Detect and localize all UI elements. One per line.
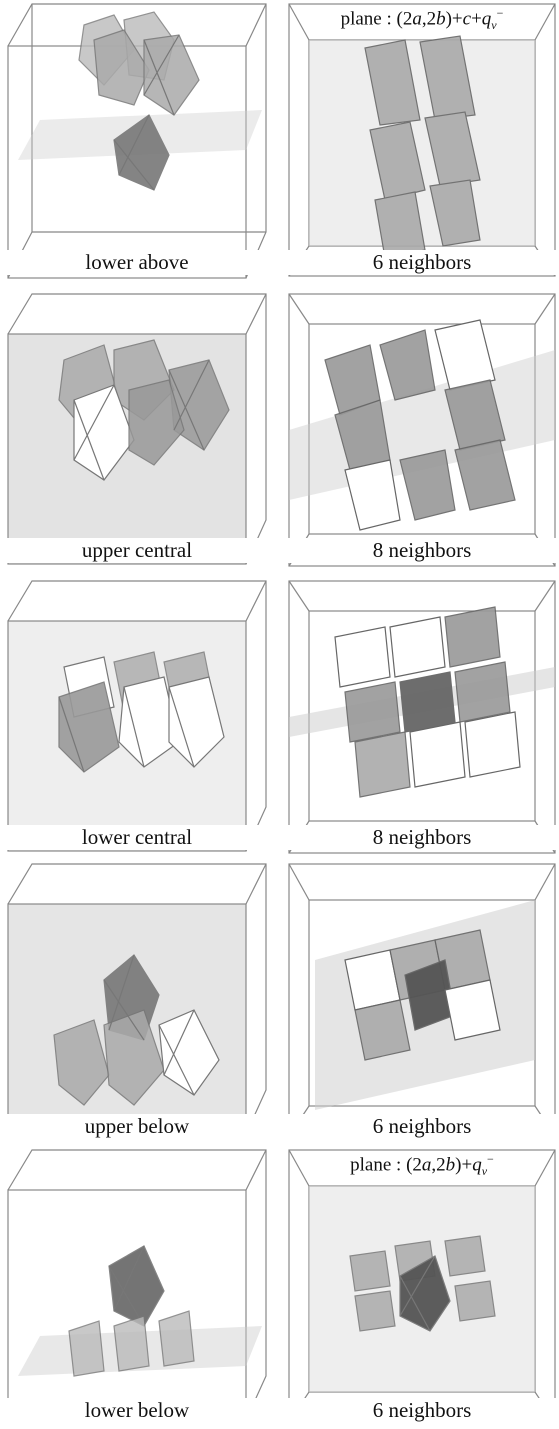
panel-caption: lower above bbox=[4, 250, 270, 275]
panel-caption: upper below bbox=[4, 1114, 270, 1139]
panel-upper-below: upper below bbox=[4, 860, 270, 1141]
panel-caption: 6 neighbors bbox=[285, 1398, 559, 1423]
plane-view bbox=[285, 0, 559, 281]
octahedron-cluster bbox=[69, 1246, 194, 1376]
plane-title: plane : (2a,2b)+qv− bbox=[285, 1152, 559, 1179]
panel-6-neighbors-mid: 6 neighbors bbox=[285, 860, 559, 1141]
plane-view bbox=[285, 860, 559, 1141]
cube-view bbox=[4, 290, 270, 571]
panel-lower-central: lower central bbox=[4, 577, 270, 858]
panel-caption: 6 neighbors bbox=[285, 1114, 559, 1139]
panel-8-neighbors-a: 8 neighbors bbox=[285, 290, 559, 571]
panel-6-neighbors-bottom: plane : (2a,2b)+qv− 6 neighbors bbox=[285, 1146, 559, 1427]
panel-caption: lower central bbox=[4, 825, 270, 850]
panel-lower-below: lower below bbox=[4, 1146, 270, 1427]
plane-title: plane : (2a,2b)+c+qv− bbox=[285, 6, 559, 33]
plane-view bbox=[285, 1146, 559, 1427]
octahedron-cluster bbox=[79, 12, 199, 190]
plane-view bbox=[285, 290, 559, 571]
panel-caption: lower below bbox=[4, 1398, 270, 1423]
panel-6-neighbors-top: plane : (2a,2b)+c+qv− 6 neighbors bbox=[285, 0, 559, 281]
plane-view bbox=[285, 577, 559, 858]
cube-view bbox=[4, 0, 270, 281]
panel-upper-central: upper central bbox=[4, 290, 270, 571]
panel-caption: 8 neighbors bbox=[285, 538, 559, 563]
octahedron-cluster bbox=[59, 652, 224, 772]
panel-caption: 8 neighbors bbox=[285, 825, 559, 850]
panel-caption: 6 neighbors bbox=[285, 250, 559, 275]
cube-view bbox=[4, 577, 270, 858]
panel-lower-above: lower above bbox=[4, 0, 270, 281]
panel-caption: upper central bbox=[4, 538, 270, 563]
cube-view bbox=[4, 1146, 270, 1427]
octahedron-grid bbox=[335, 607, 520, 797]
cube-view bbox=[4, 860, 270, 1141]
panel-8-neighbors-b: 8 neighbors bbox=[285, 577, 559, 858]
